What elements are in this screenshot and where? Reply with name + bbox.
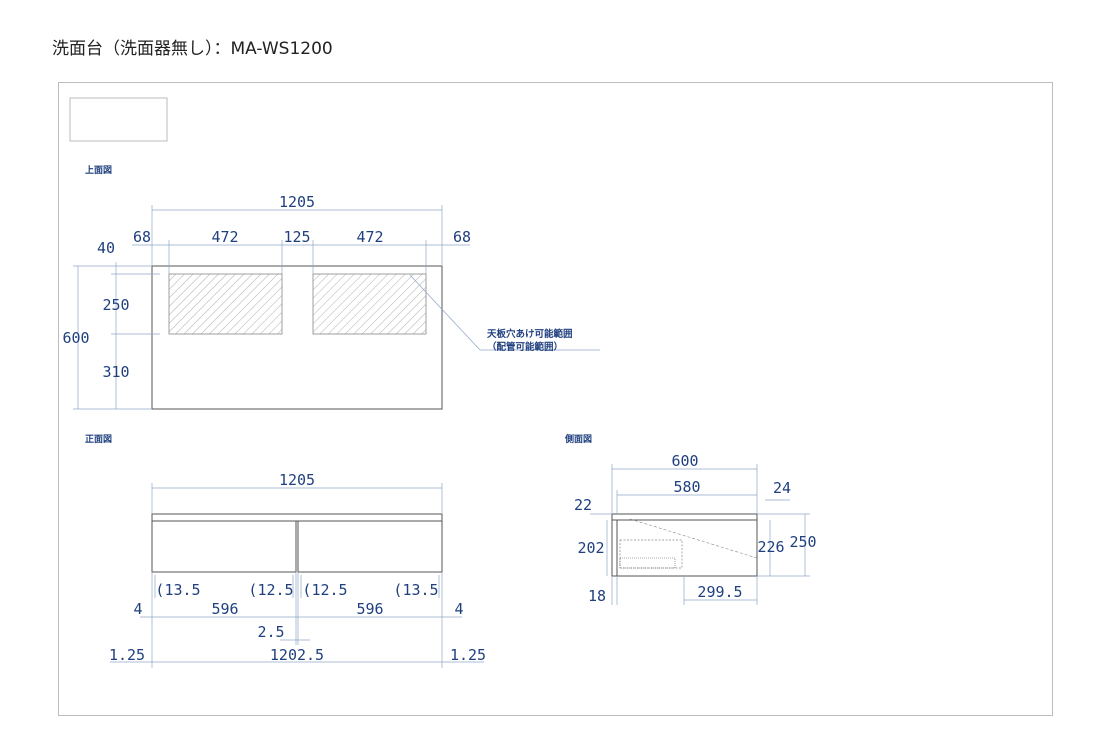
side-dim-bottom-offset: 18 bbox=[588, 587, 606, 605]
front-dim-d2: (12.5 bbox=[248, 581, 293, 599]
top-dim-bottom-depth: 310 bbox=[102, 363, 129, 381]
side-dim-drawer-depth: 299.5 bbox=[697, 583, 742, 601]
front-view: 1205 (13.5 (12.5 (12.5 (13.5 4 596 596 4… bbox=[109, 471, 486, 668]
hole-area-right bbox=[312, 273, 427, 335]
side-dim-cabinet-height: 226 bbox=[757, 538, 784, 556]
front-dim-d4: (13.5 bbox=[393, 581, 438, 599]
side-dim-inner-depth: 580 bbox=[673, 478, 700, 496]
hole-area-left bbox=[168, 273, 283, 335]
top-view-outline bbox=[151, 265, 443, 410]
front-dim-center-gap: 2.5 bbox=[257, 623, 284, 641]
front-view-label: 正面図 bbox=[85, 434, 112, 445]
front-drawer-right bbox=[297, 520, 443, 573]
side-dim-overall-depth: 600 bbox=[671, 452, 698, 470]
front-dim-drawer2: 596 bbox=[356, 600, 383, 618]
front-dim-right-gap: 4 bbox=[454, 600, 463, 618]
top-dim-gap: 125 bbox=[283, 228, 310, 246]
side-dim-total-height: 250 bbox=[789, 533, 816, 551]
side-dim-inner-height: 202 bbox=[577, 539, 604, 557]
front-countertop bbox=[151, 513, 443, 522]
front-drawer-left bbox=[151, 520, 297, 573]
side-rail bbox=[619, 557, 676, 569]
top-dim-top-offset: 40 bbox=[97, 239, 115, 257]
note-drill-area: 天板穴あけ可能範囲 bbox=[487, 328, 573, 340]
title-block-box bbox=[69, 97, 168, 142]
front-dim-overall: 1205 bbox=[279, 471, 315, 489]
top-view: 1205 68 472 125 472 68 40 250 600 310 天板… bbox=[62, 193, 600, 410]
top-dim-hole1: 472 bbox=[211, 228, 238, 246]
top-dim-total-depth: 600 bbox=[62, 329, 89, 347]
side-drawer-box bbox=[619, 539, 683, 569]
front-dim-right-edge: 1.25 bbox=[450, 646, 486, 664]
side-dim-top-thickness: 22 bbox=[574, 496, 592, 514]
page-title: 洗面台（洗面器無し）：MA-WS1200 bbox=[52, 39, 333, 59]
top-dim-right-margin: 68 bbox=[453, 228, 471, 246]
top-dim-hole2: 472 bbox=[356, 228, 383, 246]
top-dim-left-margin: 68 bbox=[133, 228, 151, 246]
front-dim-d1: (13.5 bbox=[155, 581, 200, 599]
drawing-frame bbox=[58, 82, 1053, 716]
top-view-label: 上面図 bbox=[85, 164, 112, 176]
side-dim-right-offset: 24 bbox=[773, 479, 791, 497]
side-view-label: 側面図 bbox=[564, 433, 592, 445]
front-dim-drawer1: 596 bbox=[211, 600, 238, 618]
front-dim-base-width: 1202.5 bbox=[270, 646, 324, 664]
top-dim-hole-depth: 250 bbox=[102, 296, 129, 314]
front-dim-d3: (12.5 bbox=[302, 581, 347, 599]
top-dim-overall: 1205 bbox=[279, 193, 315, 211]
side-outline bbox=[611, 513, 758, 577]
side-view: 600 580 24 22 202 226 250 18 299.5 bbox=[574, 452, 817, 605]
note-piping-area: （配管可能範囲） bbox=[487, 341, 563, 353]
front-dim-left-edge: 1.25 bbox=[109, 646, 145, 664]
front-dim-left-gap: 4 bbox=[133, 600, 142, 618]
